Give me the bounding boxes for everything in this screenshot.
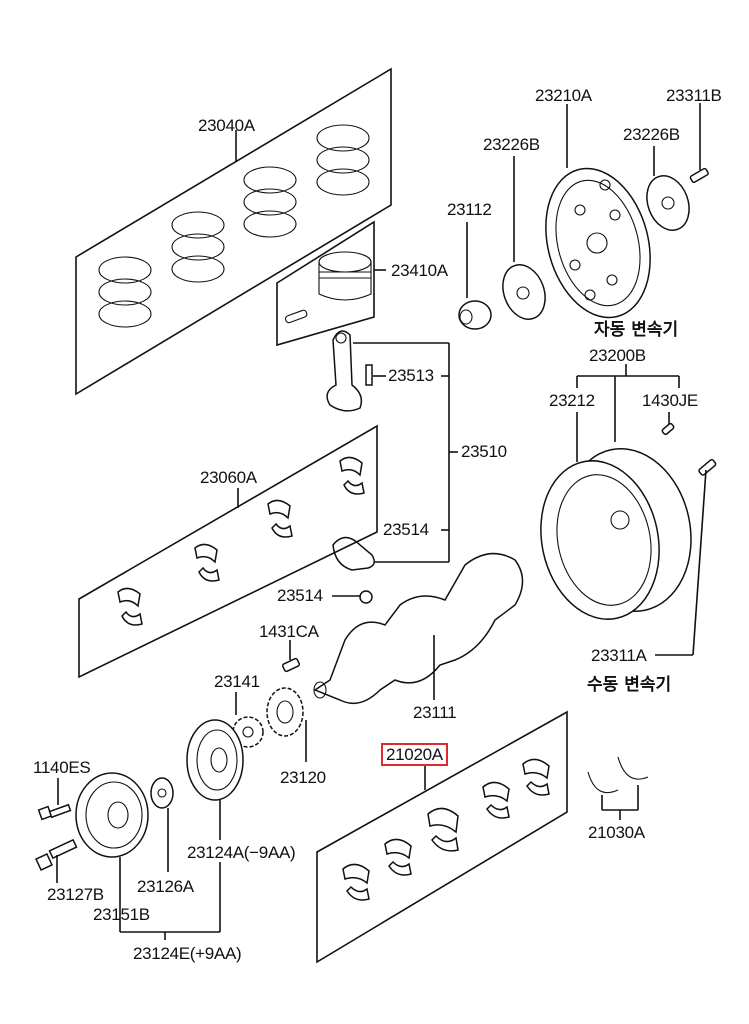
label-23226B-right[interactable]: 23226B (623, 125, 680, 144)
thrust-washer-icon (587, 756, 649, 820)
piston-panel (276, 220, 386, 347)
timing-pulley-icon (120, 719, 244, 940)
manual-transmission-label: 수동 변속기 (587, 675, 672, 695)
crankshaft-icon (313, 552, 524, 705)
label-23040A[interactable]: 23040A (198, 116, 255, 135)
rod-nut-icon (332, 590, 373, 604)
label-1430JE[interactable]: 1430JE (642, 391, 698, 410)
main-bearing-set-icon (342, 758, 550, 901)
label-23124E[interactable]: 23124E(+9AA) (133, 944, 242, 963)
label-23124A[interactable]: 23124A(−9AA) (187, 843, 296, 862)
label-23126A[interactable]: 23126A (137, 877, 194, 896)
label-23151B[interactable]: 23151B (93, 905, 150, 924)
rod-bearing-panel (78, 424, 378, 679)
label-23200B[interactable]: 23200B (589, 346, 646, 365)
label-21030A[interactable]: 21030A (588, 823, 645, 842)
bolt-23127B-icon (35, 838, 78, 883)
label-23226B-left[interactable]: 23226B (483, 135, 540, 154)
adapter-plate-right-icon (646, 146, 690, 231)
rod-bearing-panel-border (78, 424, 378, 679)
label-23210A[interactable]: 23210A (535, 86, 592, 105)
label-23513[interactable]: 23513 (388, 366, 434, 385)
connecting-rod-icon (326, 330, 458, 563)
label-1431CA[interactable]: 1431CA (259, 622, 319, 641)
piston-panel-border (276, 220, 375, 347)
label-23311A[interactable]: 23311A (591, 646, 647, 665)
flywheel-icon (540, 364, 692, 620)
pilot-bushing-icon (458, 222, 492, 330)
label-23510[interactable]: 23510 (461, 442, 507, 461)
label-23311B[interactable]: 23311B (666, 86, 722, 105)
label-23514-upper[interactable]: 23514 (383, 520, 429, 539)
label-1140ES[interactable]: 1140ES (33, 758, 91, 777)
piston-icon (284, 251, 372, 324)
flange-icon (150, 777, 174, 872)
piston-ring-set-icon (98, 124, 370, 328)
label-23127B[interactable]: 23127B (47, 885, 104, 904)
label-23514-lower[interactable]: 23514 (277, 586, 323, 605)
label-23120[interactable]: 23120 (280, 768, 326, 787)
bolt-1140ES-icon (37, 778, 72, 821)
main-bearing-panel-border (316, 710, 568, 964)
label-23141[interactable]: 23141 (214, 672, 260, 691)
label-21020A-highlighted[interactable]: 21020A (381, 743, 448, 766)
flywheel-bolt-icon (655, 458, 717, 656)
dowel-pin-icon (281, 640, 301, 673)
drive-plate-bolt-icon (689, 103, 709, 183)
label-23111[interactable]: 23111 (413, 703, 457, 722)
label-23112[interactable]: 23112 (447, 200, 492, 219)
crank-sprocket-icon (232, 692, 264, 748)
timing-gear-icon (266, 687, 307, 762)
label-23212[interactable]: 23212 (549, 391, 595, 410)
piston-ring-panel-border (75, 67, 392, 396)
piston-ring-panel (75, 67, 392, 396)
label-23060A[interactable]: 23060A (200, 468, 257, 487)
drive-plate-icon (545, 104, 651, 319)
rod-cap-icon (332, 536, 375, 571)
adapter-plate-left-icon (502, 156, 546, 320)
damper-pulley-icon (75, 772, 149, 932)
automatic-transmission-label: 자동 변속기 (594, 320, 679, 340)
label-23410A[interactable]: 23410A (391, 261, 448, 280)
rod-bearing-set-icon (117, 456, 365, 626)
main-bearing-panel (316, 710, 568, 964)
